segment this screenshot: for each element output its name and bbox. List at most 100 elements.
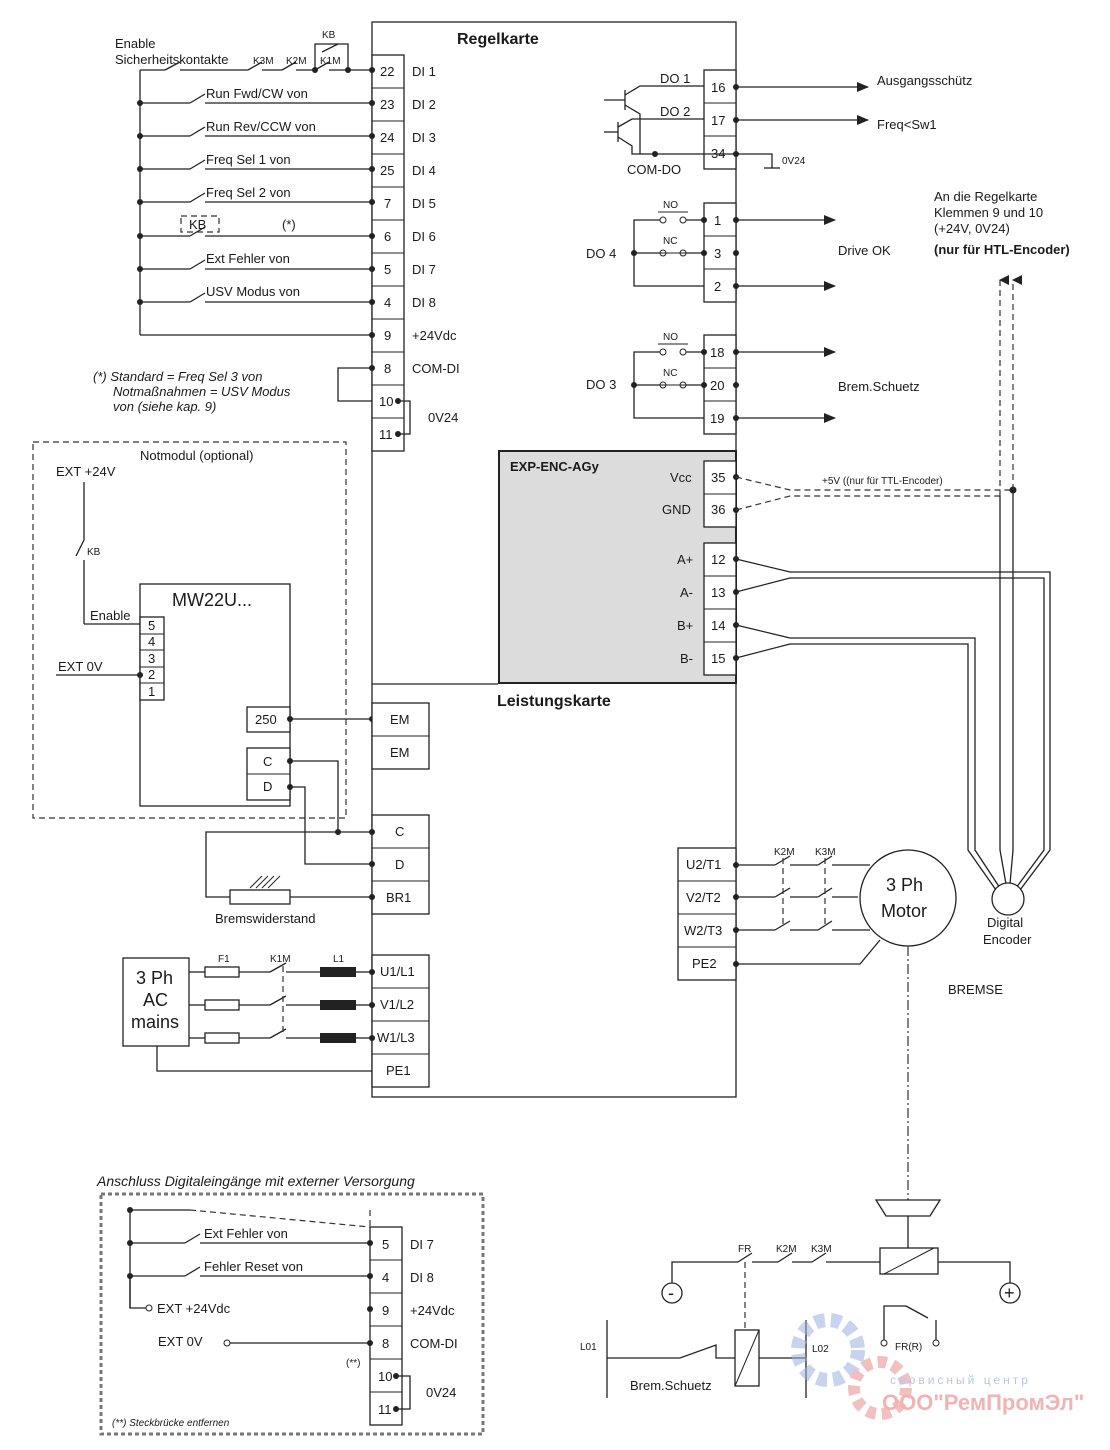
note-line-2: Notmaßnahmen = USV Modus <box>113 384 291 399</box>
label-di4: DI 4 <box>412 163 436 178</box>
ext-label-0v24: 0V24 <box>426 1385 456 1400</box>
mains-input: 3 Ph AC mains F1 K1M L1 <box>122 954 375 1072</box>
term-12: 12 <box>711 552 725 567</box>
label-di6: DI 6 <box>412 229 436 244</box>
watermark-line1: сервисный центр <box>890 1373 1031 1387</box>
terminal-7: 7 <box>384 196 391 211</box>
bremswiderstand-label: Bremswiderstand <box>215 911 315 926</box>
k2m-label: K2M <box>286 56 307 67</box>
run-fwd-label: Run Fwd/CW von <box>206 86 308 101</box>
kb-box-label: KB <box>189 217 206 232</box>
terminal-23: 23 <box>380 97 394 112</box>
ext-label-com-di: COM-DI <box>410 1336 458 1351</box>
sicherheit-label: Sicherheitskontakte <box>115 52 228 67</box>
row-di4: Freq Sel 1 von <box>137 152 375 172</box>
br1-label: BR1 <box>386 890 411 905</box>
no-label-do4: NO <box>663 200 678 211</box>
pin-5: 5 <box>148 618 155 633</box>
digital-input-wiring: Enable Sicherheitskontakte K3M K2M K1M K… <box>115 30 375 371</box>
k3m-brake-label: K3M <box>811 1244 832 1255</box>
ext-label-24vdc: +24Vdc <box>410 1303 455 1318</box>
nc-label-do3: NC <box>663 368 677 379</box>
ext-fehler-ext-label: Ext Fehler von <box>204 1226 288 1241</box>
terminal-25: 25 <box>380 163 394 178</box>
a-minus-label: A- <box>680 585 693 600</box>
ext-supply-section: Anschluss Digitaleingänge mit externer V… <box>96 1173 485 1436</box>
ext-term-10: 10 <box>378 1369 392 1384</box>
fr-r-label: FR(R) <box>895 1342 922 1353</box>
row-di2: Run Fwd/CW von <box>137 86 375 106</box>
term-13: 13 <box>711 585 725 600</box>
pe1-label: PE1 <box>386 1063 411 1078</box>
v2-label: V2/T2 <box>686 890 721 905</box>
ext-label-di7: DI 7 <box>410 1237 434 1252</box>
mains-line3: mains <box>131 1012 179 1032</box>
do1-label: DO 1 <box>660 71 690 86</box>
enable-label: Enable <box>115 36 155 51</box>
term-19: 19 <box>710 411 724 426</box>
f1-label: F1 <box>218 954 230 965</box>
l02-label: L02 <box>812 1344 829 1355</box>
term-16: 16 <box>711 80 725 95</box>
k2m-brake-label: K2M <box>776 1244 797 1255</box>
term-d-notmodul: D <box>263 779 272 794</box>
do2-label: DO 2 <box>660 104 690 119</box>
ttl-note-label: +5V ((nur für TTL-Encoder) <box>822 476 943 487</box>
ov24-ground-label: 0V24 <box>782 156 806 167</box>
ext-24vdc-label: EXT +24Vdc <box>157 1301 231 1316</box>
motor-line2: Motor <box>881 901 927 921</box>
k1m-mains-label: K1M <box>270 954 291 965</box>
standard-note: (*) Standard = Freq Sel 3 von Notmaßnahm… <box>93 369 291 414</box>
term-14: 14 <box>711 618 725 633</box>
gnd-label: GND <box>662 502 691 517</box>
htl-line-1: An die Regelkarte <box>934 189 1037 204</box>
notmodul-title: Notmodul (optional) <box>140 448 253 463</box>
terminal-5: 5 <box>384 262 391 277</box>
footnote-label: (**) Steckbrücke entfernen <box>112 1418 230 1429</box>
term-c-notmodul: C <box>263 754 272 769</box>
drive-ok-label: Drive OK <box>838 243 891 258</box>
mains-line1: 3 Ph <box>136 968 173 988</box>
terminal-4: 4 <box>384 295 391 310</box>
label-0v24: 0V24 <box>428 410 458 425</box>
k3m-motor-label: K3M <box>815 847 836 858</box>
k3m-label: K3M <box>253 56 274 67</box>
kb-top-label: KB <box>322 30 336 41</box>
regelkarte-title: Regelkarte <box>457 31 539 48</box>
terminal-6: 6 <box>384 229 391 244</box>
brake-circuit: FR K2M K3M - + L01 L02 Brem.Schuetz FR(R… <box>580 1199 1021 1398</box>
di-terminal-strip: 22 23 24 25 7 6 5 4 9 8 10 11 DI 1 DI 2 … <box>337 54 460 452</box>
usv-modus-label: USV Modus von <box>206 284 300 299</box>
htl-line-3: (+24V, 0V24) <box>934 221 1010 236</box>
kb-notmodul-label: KB <box>87 547 101 558</box>
vcc-label: Vcc <box>670 470 692 485</box>
k1m-label: K1M <box>320 56 341 67</box>
ext-term-4: 4 <box>382 1270 389 1285</box>
label-di1: DI 1 <box>412 64 436 79</box>
label-di8: DI 8 <box>412 295 436 310</box>
htl-line-2: Klemmen 9 und 10 <box>934 205 1043 220</box>
terminal-8: 8 <box>384 361 391 376</box>
encoder-board: EXP-ENC-AGy 35 36 12 13 14 15 Vcc GND A+… <box>498 275 1051 947</box>
brem-schuetz-brake-label: Brem.Schuetz <box>630 1378 712 1393</box>
brem-schuetz-do3-label: Brem.Schuetz <box>838 379 920 394</box>
watermark-line2: ООО"РемПромЭл" <box>882 1390 1084 1415</box>
ext-24v-label: EXT +24V <box>56 464 116 479</box>
ausgangsschuetz-label: Ausgangsschütz <box>877 73 972 88</box>
term-1: 1 <box>714 213 721 228</box>
terminal-10: 10 <box>379 394 393 409</box>
enable-notmodul-label: Enable <box>90 608 130 623</box>
term-20: 20 <box>710 378 724 393</box>
kb-dashed-box <box>180 215 220 233</box>
label-di3: DI 3 <box>412 130 436 145</box>
term-15: 15 <box>711 651 725 666</box>
star-label: (*) <box>282 217 296 232</box>
ext-0v-label: EXT 0V <box>58 659 103 674</box>
terminal-24: 24 <box>380 130 394 145</box>
pin-3: 3 <box>148 651 155 666</box>
freq-sw1-label: Freq<Sw1 <box>877 117 937 132</box>
htl-line-4: (nur für HTL-Encoder) <box>934 242 1070 257</box>
a-plus-label: A+ <box>677 552 693 567</box>
leistungskarte-title: Leistungskarte <box>497 693 611 710</box>
